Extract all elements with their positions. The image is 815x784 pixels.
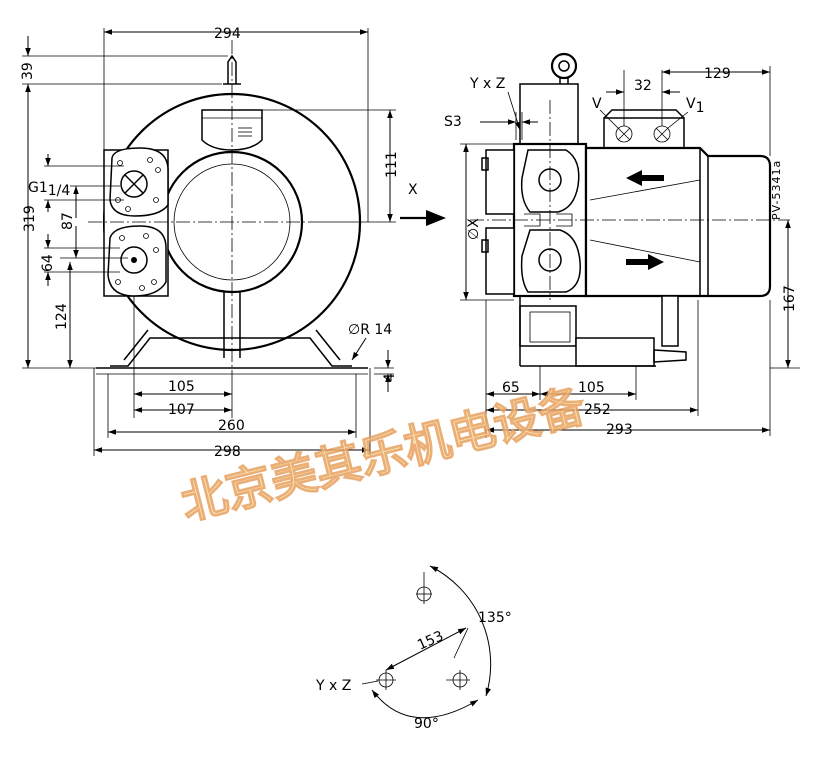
radius-label: ∅R 14 xyxy=(348,322,392,338)
detail-angle-90: 90° xyxy=(414,716,439,732)
dim-top-width: 294 xyxy=(214,26,241,42)
lower-port-flange xyxy=(107,225,167,297)
dim-foot-inner: 105 xyxy=(168,379,195,395)
dim-side-height: 167 xyxy=(782,285,798,312)
view-x-indicator: X xyxy=(400,182,446,226)
upper-port-circle xyxy=(120,170,148,198)
side-dimensions: Y x Z S3 ∅X V V1 32 129 PV-5341a 167 xyxy=(444,66,800,438)
side-base-stand xyxy=(519,305,577,347)
dim-side-length-base: 252 xyxy=(584,402,611,418)
dim-foot-thickness: 4 xyxy=(382,373,398,382)
detail-angle-135: 135° xyxy=(478,610,512,626)
front-dimensions: 294 39 319 111 G11/4 87 64 xyxy=(20,26,400,460)
s3-label: S3 xyxy=(444,114,462,130)
flow-arrow-right-icon xyxy=(626,254,664,270)
dim-foot-span: 260 xyxy=(218,418,245,434)
dim-side-foot-offset: 65 xyxy=(502,380,520,396)
dim-side-top-right: 129 xyxy=(704,66,731,82)
dim-shaft-height: 124 xyxy=(54,303,70,330)
valve-block xyxy=(603,117,685,149)
dim-base-width: 298 xyxy=(214,444,241,460)
diameter-x-label: ∅X xyxy=(466,218,482,240)
dim-port-offset: 64 xyxy=(40,254,56,272)
dim-foot-inner2: 107 xyxy=(168,402,195,418)
motor-body xyxy=(584,146,772,298)
lower-port-circle xyxy=(120,246,148,274)
valve-v1-label: V1 xyxy=(686,96,705,116)
view-x-arrow-icon xyxy=(426,210,446,226)
angle-arc-90 xyxy=(371,689,479,719)
side-top-flange xyxy=(519,83,579,145)
yxz-top-label: Y x Z xyxy=(469,76,505,92)
support-column xyxy=(223,292,241,358)
side-upper-port xyxy=(520,149,580,213)
view-x-label: X xyxy=(408,182,418,198)
thread-label: G11/4 xyxy=(28,180,70,199)
dim-height-total: 319 xyxy=(22,205,38,232)
eye-bolt xyxy=(550,52,578,80)
dim-port-spacing: 87 xyxy=(60,212,76,230)
side-view xyxy=(470,52,790,367)
dim-side-foot-span: 105 xyxy=(578,380,605,396)
front-view xyxy=(88,40,368,380)
dim-flange-height: 111 xyxy=(384,151,400,178)
dim-top-offset: 39 xyxy=(20,62,36,80)
valve-v-label: V xyxy=(592,96,602,112)
dim-side-length-total: 293 xyxy=(606,422,633,438)
pedestal-stand xyxy=(110,337,352,367)
bolt-pattern-detail: 153 135° 90° Y x Z xyxy=(315,565,512,732)
detail-radius: 153 xyxy=(415,628,446,653)
side-lower-port xyxy=(520,229,581,293)
drawing-code: PV-5341a xyxy=(770,160,783,220)
top-pin xyxy=(227,54,237,84)
flow-arrow-left-icon xyxy=(626,170,664,186)
yxz-detail-label: Y x Z xyxy=(315,678,351,694)
dim-valve-spacing: 32 xyxy=(634,78,652,94)
upper-port-flange xyxy=(109,147,169,217)
angle-arc-135 xyxy=(429,565,492,697)
